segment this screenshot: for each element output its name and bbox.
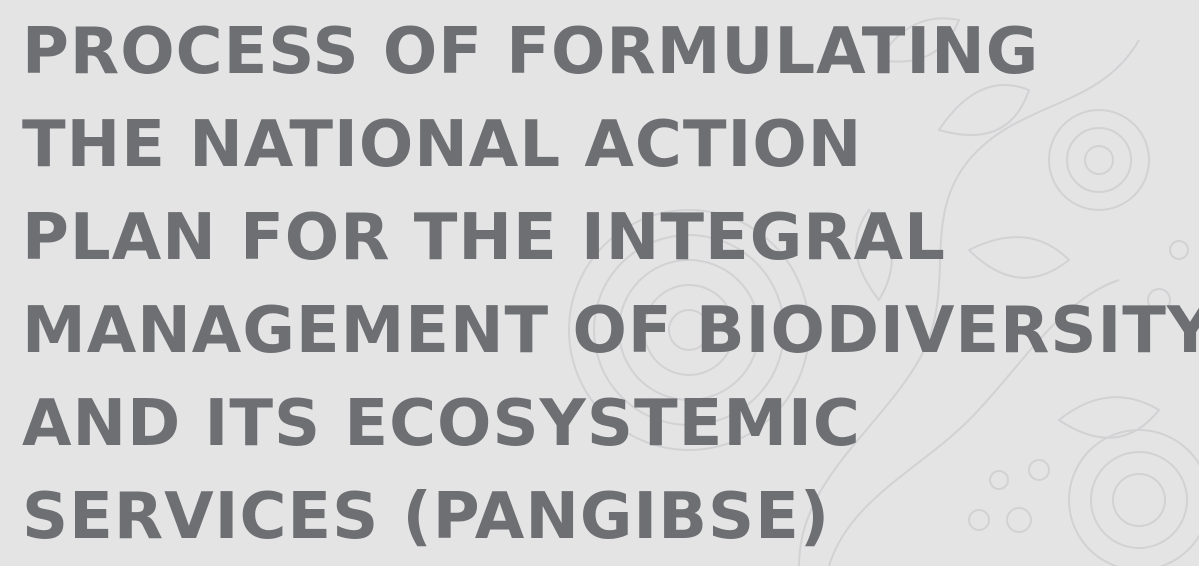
page-title: PROCESS OF FORMULATING THE NATIONAL ACTI… <box>22 6 1199 564</box>
title-line: PROCESS OF FORMULATING <box>22 15 1040 89</box>
title-line: MANAGEMENT OF BIODIVERSITY <box>22 294 1199 368</box>
title-line: SERVICES (PANGIBSE) <box>22 480 831 554</box>
title-line: PLAN FOR THE INTEGRAL <box>22 201 946 275</box>
title-line: AND ITS ECOSYSTEMIC <box>22 387 861 461</box>
title-line: THE NATIONAL ACTION <box>22 108 863 182</box>
